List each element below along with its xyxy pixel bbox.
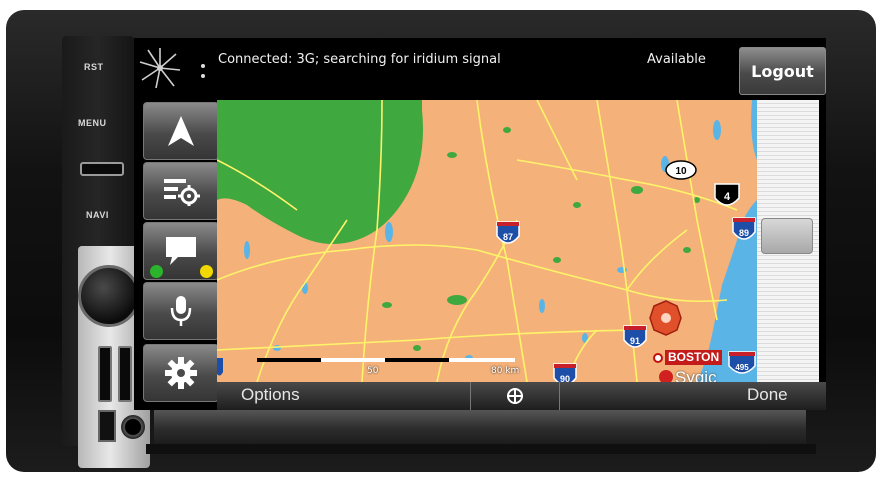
gear-icon	[165, 357, 197, 389]
sygic-swirl-icon	[659, 370, 673, 382]
svg-text:87: 87	[503, 232, 513, 242]
availability-status: Available	[647, 52, 706, 67]
svg-text:91: 91	[630, 336, 640, 346]
signal-dots-icon	[201, 64, 205, 78]
touchscreen: Connected: 3G; searching for iridium sig…	[134, 38, 826, 410]
map-canvas[interactable]: 87 89 95 91	[217, 100, 757, 382]
route-settings-button[interactable]	[143, 162, 219, 220]
scale-bar	[257, 358, 515, 362]
head-unit-bezel: RST MENU NAVI Connected: 3G; searching f…	[6, 10, 876, 472]
map-view[interactable]: 87 89 95 91	[217, 100, 757, 382]
connection-status: Connected: 3G; searching for iridium sig…	[218, 52, 501, 67]
svg-text:495: 495	[735, 363, 749, 372]
svg-text:10: 10	[675, 166, 687, 177]
highway-shield-89: 89	[732, 217, 756, 240]
voice-button[interactable]	[143, 282, 219, 340]
sd-slot	[98, 346, 112, 402]
sd-slot	[118, 346, 132, 402]
chat-bubble-icon	[166, 237, 196, 265]
svg-text:90: 90	[560, 374, 570, 382]
navi-button[interactable]: NAVI	[86, 210, 109, 220]
state-route-shield-10: 10	[665, 160, 697, 180]
bottom-action-bar: Options Done	[217, 382, 826, 410]
list-settings-icon	[164, 179, 200, 206]
highway-shield-87: 87	[496, 221, 520, 244]
road-network	[217, 100, 738, 382]
usb-port	[98, 410, 116, 442]
card-slot	[80, 162, 124, 176]
scrollbar-thumb[interactable]	[761, 218, 813, 254]
status-indicator-yellow-icon	[200, 265, 213, 278]
options-button[interactable]: Options	[241, 385, 300, 404]
rst-button[interactable]: RST	[84, 62, 104, 72]
svg-text:4: 4	[724, 191, 731, 203]
forest-area	[217, 100, 423, 244]
aux-jack	[121, 415, 145, 439]
menu-button[interactable]: MENU	[78, 118, 107, 128]
microphone-icon	[170, 296, 192, 326]
bottom-tray	[154, 408, 806, 446]
highway-shield-90: 90	[553, 363, 577, 382]
city-dot-icon	[653, 353, 663, 363]
ocean-area	[697, 200, 757, 382]
sygic-brand-logo: Sygic	[659, 368, 717, 382]
us-route-shield-4: 4	[714, 183, 740, 206]
arrow-up-icon	[168, 116, 194, 146]
settings-button[interactable]	[143, 344, 219, 402]
status-bar: Connected: 3G; searching for iridium sig…	[134, 38, 826, 100]
tray-lip	[146, 444, 816, 454]
volume-knob[interactable]	[78, 265, 140, 327]
navigate-button[interactable]	[143, 102, 219, 160]
current-location-marker[interactable]	[649, 300, 682, 336]
scale-label-80km: 80 km	[491, 366, 520, 376]
city-label-boston: BOSTON	[665, 350, 723, 365]
highway-shield-495: 495	[728, 351, 756, 374]
svg-text:89: 89	[739, 228, 749, 238]
highway-shield-91: 91	[623, 325, 647, 348]
starburst-logo-icon	[139, 48, 181, 89]
map-scrollbar[interactable]	[757, 100, 819, 382]
scale-label-50: 50	[367, 366, 379, 376]
logout-button[interactable]: Logout	[739, 47, 826, 95]
recenter-button[interactable]	[470, 382, 560, 410]
messages-button[interactable]	[143, 222, 219, 280]
status-indicator-green-icon	[150, 265, 163, 278]
done-button[interactable]: Done	[747, 385, 788, 404]
crosshair-icon	[507, 388, 523, 404]
